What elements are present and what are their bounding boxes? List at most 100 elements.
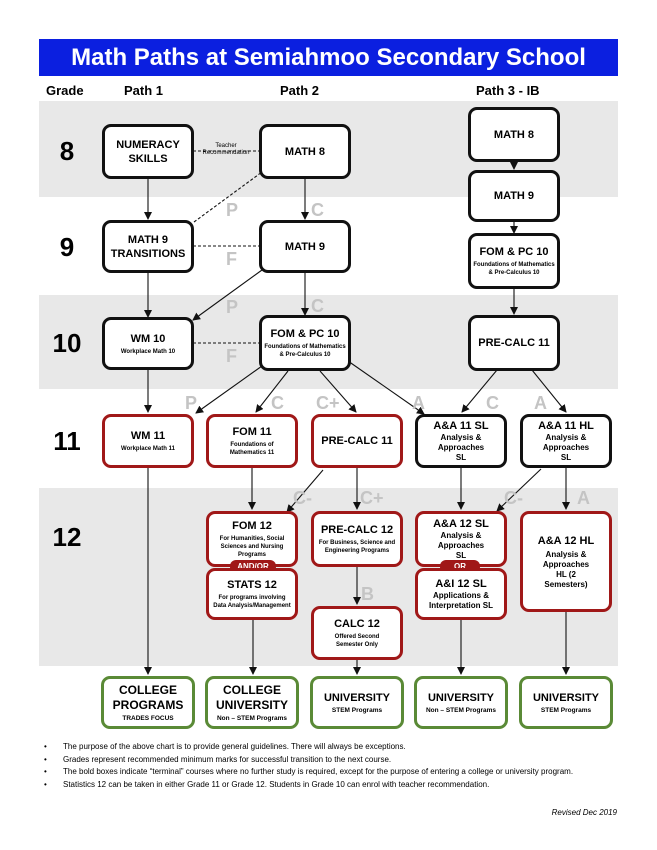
mark-c-9-10: C bbox=[311, 296, 324, 316]
course-title: WM 11 bbox=[130, 430, 166, 442]
course-ib-math-8: MATH 8 bbox=[468, 107, 560, 162]
notes-list: The purpose of the above chart is to pro… bbox=[44, 741, 624, 791]
course-aa-11-hl: A&A 11 HL Analysis & Approaches SL bbox=[520, 414, 612, 468]
course-subtitle: Foundations of Mathematics & Pre-Calculu… bbox=[473, 262, 555, 276]
course-title: MATH 9 bbox=[493, 190, 535, 202]
destination-subtitle: TRADES FOCUS bbox=[122, 714, 174, 722]
course-subtitle: Workplace Math 10 bbox=[120, 348, 176, 355]
mark-cplus-10-11: C+ bbox=[316, 393, 340, 413]
course-wm-10: WM 10 Workplace Math 10 bbox=[102, 317, 194, 370]
course-title: A&I 12 SL bbox=[435, 578, 487, 590]
course-subtitle: For Business, Science and Engineering Pr… bbox=[318, 540, 396, 554]
mark-f-9: F bbox=[226, 249, 237, 269]
grade-8-label: 8 bbox=[59, 136, 75, 166]
course-title: A&A 12 HL bbox=[537, 534, 595, 547]
arrow-precalc11-fom12 bbox=[286, 469, 324, 513]
course-fom-11: FOM 11 Foundations of Mathematics 11 bbox=[206, 414, 298, 468]
arrow-precalc11ib-aa11sl bbox=[461, 369, 498, 413]
course-subtitle: Applications & Interpretation SL bbox=[428, 591, 493, 610]
course-title: MATH 9 bbox=[284, 240, 326, 253]
course-pre-calc-12: PRE-CALC 12 For Business, Science and En… bbox=[311, 511, 403, 567]
course-title: A&A 11 HL bbox=[538, 420, 594, 432]
course-ib-math-9: MATH 9 bbox=[468, 170, 560, 222]
course-ib-pre-calc-11: PRE-CALC 11 bbox=[468, 315, 560, 371]
course-ib-fom-pc-10: FOM & PC 10 Foundations of Mathematics &… bbox=[468, 233, 560, 289]
destination-title: UNIVERSITY bbox=[427, 691, 494, 704]
course-title: PRE-CALC 12 bbox=[320, 524, 394, 536]
destination-college-programs: COLLEGE PROGRAMS TRADES FOCUS bbox=[101, 676, 195, 729]
revised-date: Revised Dec 2019 bbox=[551, 808, 617, 817]
arrow-fompc10-wm11 bbox=[195, 365, 263, 414]
course-title: MATH 9 TRANSITIONS bbox=[110, 233, 186, 260]
course-title: FOM & PC 10 bbox=[479, 246, 549, 258]
mark-f-10: F bbox=[226, 346, 237, 366]
destination-subtitle: STEM Programs bbox=[540, 706, 592, 714]
mark-a-ib-10-11: A bbox=[534, 393, 547, 413]
note-item: The purpose of the above chart is to pro… bbox=[44, 741, 624, 754]
course-subtitle: Workplace Math 11 bbox=[121, 446, 175, 452]
course-calc-12: CALC 12 Offered Second Semester Only bbox=[311, 606, 403, 660]
destination-title: COLLEGE PROGRAMS bbox=[112, 682, 184, 712]
course-subtitle: For Humanities, Social Sciences and Nurs… bbox=[219, 536, 285, 558]
course-title: NUMERACY SKILLS bbox=[116, 138, 180, 165]
course-title: PRE-CALC 11 bbox=[321, 435, 393, 447]
arrow-math9-wm10 bbox=[192, 269, 263, 321]
mark-p-9-10: P bbox=[226, 297, 239, 317]
course-ai-12-sl: A&I 12 SL Applications & Interpretation … bbox=[415, 568, 507, 620]
destination-title: UNIVERSITY bbox=[323, 691, 390, 704]
destination-university-non-stem: UNIVERSITY Non – STEM Programs bbox=[414, 676, 508, 729]
course-aa-12-sl: A&A 12 SL Analysis & Approaches SL bbox=[415, 511, 507, 567]
destination-university-stem-ib: UNIVERSITY STEM Programs bbox=[519, 676, 613, 729]
destination-title: COLLEGE UNIVERSITY bbox=[215, 682, 288, 712]
mark-cminus-ib-11-12: C- bbox=[504, 488, 523, 508]
grade-10-label: 10 bbox=[52, 328, 82, 358]
mark-cminus-11-12: C- bbox=[293, 488, 312, 508]
course-subtitle: Foundations of Mathematics & Pre-Calculu… bbox=[264, 344, 346, 358]
course-subtitle: Analysis & Approaches SL bbox=[437, 433, 485, 462]
course-title: A&A 11 SL bbox=[433, 420, 489, 432]
course-subtitle: Analysis & Approaches SL bbox=[437, 531, 485, 560]
destination-subtitle: Non – STEM Programs bbox=[425, 706, 497, 714]
teacher-recommendation-label: Teacher Recommendation bbox=[202, 143, 250, 156]
note-item: Grades represent recommended minimum mar… bbox=[44, 754, 624, 767]
mark-c-10-11: C bbox=[271, 393, 284, 413]
course-title: MATH 8 bbox=[493, 128, 535, 141]
grade-11-label: 11 bbox=[53, 426, 81, 456]
mark-a-10-11: A bbox=[412, 393, 425, 413]
mark-b-12: B bbox=[361, 584, 374, 604]
course-numeracy-skills: NUMERACY SKILLS bbox=[102, 124, 194, 179]
grade-9-label: 9 bbox=[59, 232, 75, 262]
course-aa-11-sl: A&A 11 SL Analysis & Approaches SL bbox=[415, 414, 507, 468]
destination-university-stem: UNIVERSITY STEM Programs bbox=[310, 676, 404, 729]
course-subtitle: Analysis & Approaches SL bbox=[542, 433, 590, 462]
course-title: CALC 12 bbox=[334, 618, 380, 630]
grade-12-label: 12 bbox=[52, 522, 82, 552]
arrow-fompc10-precalc11 bbox=[319, 370, 357, 413]
course-math-9: MATH 9 bbox=[259, 220, 351, 273]
course-title: PRE-CALC 11 bbox=[478, 337, 550, 349]
path3-header: Path 3 - IB bbox=[476, 83, 540, 98]
mark-c-8-9: C bbox=[311, 200, 324, 220]
note-item: Statistics 12 can be taken in either Gra… bbox=[44, 779, 624, 792]
course-stats-12: STATS 12 For programs involving Data Ana… bbox=[206, 568, 298, 620]
destination-subtitle: STEM Programs bbox=[331, 706, 383, 714]
arrow-fompc10-aa11sl bbox=[347, 360, 425, 415]
course-pre-calc-11: PRE-CALC 11 bbox=[311, 414, 403, 468]
path2-header: Path 2 bbox=[280, 83, 320, 98]
course-title: FOM & PC 10 bbox=[270, 328, 340, 340]
course-subtitle: Analysis & Approaches HL (2 Semesters) bbox=[542, 549, 590, 589]
mark-c-ib-10-11: C bbox=[486, 393, 499, 413]
course-title: STATS 12 bbox=[227, 579, 277, 591]
mark-p-8-9: P bbox=[226, 200, 239, 220]
destination-college-university: COLLEGE UNIVERSITY Non – STEM Programs bbox=[205, 676, 299, 729]
mark-cplus-11-12: C+ bbox=[360, 488, 384, 508]
arrow-aa11hl-aa12sl bbox=[496, 468, 542, 512]
note-item: The bold boxes indicate “terminal” cours… bbox=[44, 766, 624, 779]
dashed-math8-math9t bbox=[193, 171, 263, 223]
course-subtitle: For programs involving Data Analysis/Man… bbox=[213, 595, 291, 609]
grade-header: Grade bbox=[46, 83, 84, 98]
course-aa-12-hl: A&A 12 HL Analysis & Approaches HL (2 Se… bbox=[520, 511, 612, 612]
destination-title: UNIVERSITY bbox=[532, 691, 599, 704]
course-title: A&A 12 SL bbox=[433, 518, 489, 530]
course-subtitle: Foundations of Mathematics 11 bbox=[229, 442, 275, 456]
